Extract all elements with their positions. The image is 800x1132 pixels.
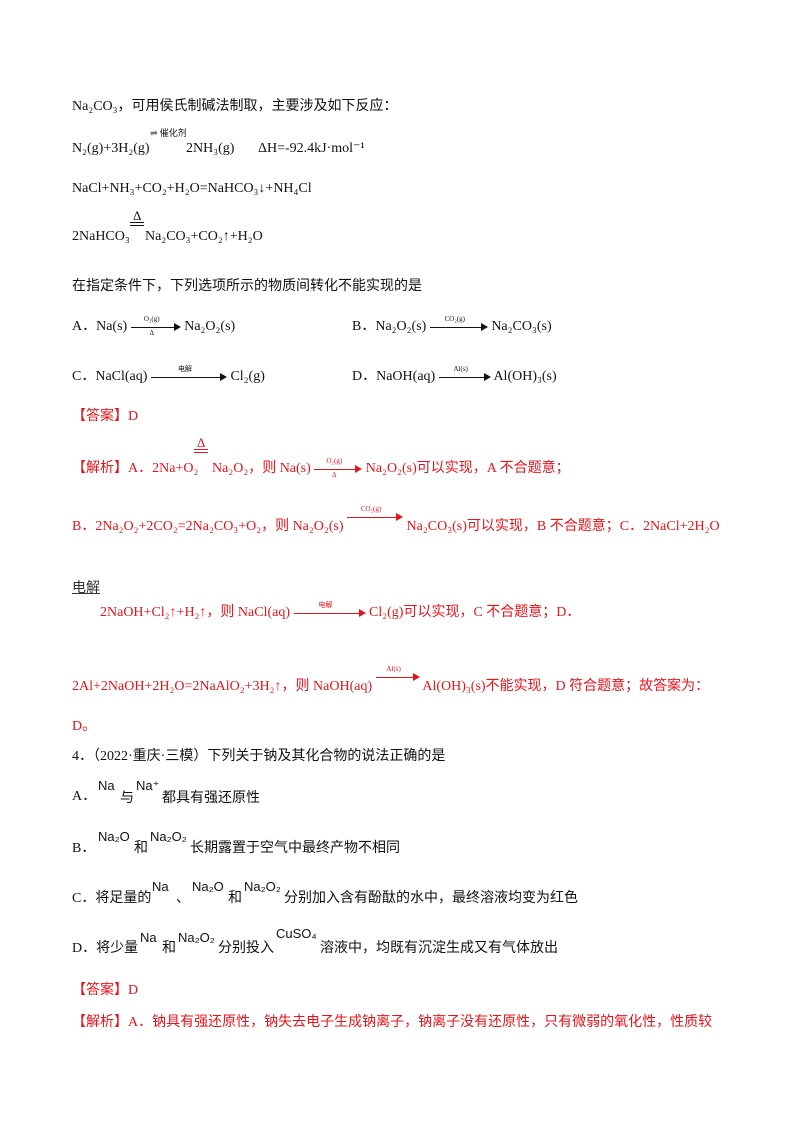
option-b[interactable]: B．Na₂O₂(s) CO₂(g) Na₂CO₃(s) [352,315,552,336]
reaction1-condition: ⇌ 催化剂 [150,128,187,138]
reaction3-reactant: 2NaHCO₃ [72,229,130,244]
intro-line: Na₂CO₃，可用侯氏制碱法制取，主要涉及如下反应： [72,99,398,114]
q4-option-c[interactable]: C．将足量的 [72,891,152,906]
formula: Na [98,778,115,793]
electrolysis-condition: 电解 [72,581,100,596]
formula: Na [152,879,169,894]
reaction-arrow: 电解 [150,365,227,386]
analysis-equals-line [194,449,208,450]
reaction3-equals-line [130,222,144,223]
formula: Na [140,930,157,945]
q3-answer: 【答案】D [72,409,139,424]
reaction-arrow: Al(s) [438,365,491,386]
q4-stem: 4．（2022·重庆·三模）下列关于钠及其化合物的说法正确的是 [72,749,446,764]
analysis-line-1: 【解析】A．2Na+O₂ [72,461,199,476]
analysis-heat-sign: Δ [197,435,206,450]
reaction-arrow: CO₂(g) [429,315,488,336]
formula: Na⁺ [136,778,160,793]
analysis-equals-line [194,452,208,453]
reaction1-product: 2NH₃(g) [186,141,235,156]
q4-answer: 【答案】D [72,983,139,998]
option-d[interactable]: D．NaOH(aq) Al(s) Al(OH)₃(s) [352,365,557,386]
reaction-arrow: O₂(g) Δ [130,315,181,337]
reaction1-enthalpy: ΔH=-92.4kJ·mol⁻¹ [258,141,365,156]
formula: Na₂O₂ [178,930,215,945]
reaction3-heat-sign: Δ [133,208,142,223]
q4-option-d[interactable]: D．将少量 [72,941,139,956]
reaction3-equals-line [130,225,144,226]
analysis-line-4: 2NaOH+Cl₂↑+H₂↑，则 NaCl(aq) 电解 Cl₂(g)可以实现，… [100,601,581,622]
reaction-arrow: Al(s) [375,665,420,686]
reaction1: N₂(g)+3H₂(g) [72,141,150,156]
sodium-carbonate-formula: Na₂CO₃ [72,99,118,114]
analysis-line-1b: Na₂O₂，则 Na(s) O₂(g) Δ Na₂O₂(s)可以实现，A 不合题… [212,457,570,479]
q4-option-a[interactable]: A． [72,789,97,804]
q4-option-b[interactable]: B． [72,841,96,856]
reaction3-products: Na₂CO₃+CO₂↑+H₂O [145,229,263,244]
reaction-arrow: 电解 [293,601,366,622]
reaction-arrow: O₂(g) Δ [314,457,363,479]
reaction2: NaCl+NH₃+CO₂+H₂O=NaHCO₃↓+NH₄Cl [72,181,312,196]
analysis-line-2: B．2Na₂O₂+2CO₂=2Na₂CO₃+O₂，则 Na₂O₂(s) CO₂(… [72,505,720,534]
formula: Na₂O [98,829,130,844]
q4-analysis: 【解析】A．钠具有强还原性，钠失去电子生成钠离子，钠离子没有还原性，只有微弱的氧… [72,1015,713,1030]
reaction-arrow: CO₂(g) [347,505,404,526]
formula: CuSO₄ [276,926,317,941]
option-a[interactable]: A．Na(s) O₂(g) Δ Na₂O₂(s) [72,315,236,337]
formula: Na₂O₂ [244,879,281,894]
option-c[interactable]: C．NaCl(aq) 电解 Cl₂(g) [72,365,265,386]
question-stem: 在指定条件下，下列选项所示的物质间转化不能实现的是 [72,279,422,294]
formula: Na₂O [192,879,224,894]
analysis-line-6: D。 [72,719,97,734]
formula: Na₂O₂ [150,829,187,844]
analysis-line-5: 2Al+2NaOH+2H₂O=2NaAlO₂+3H₂↑，则 NaOH(aq) A… [72,665,710,694]
